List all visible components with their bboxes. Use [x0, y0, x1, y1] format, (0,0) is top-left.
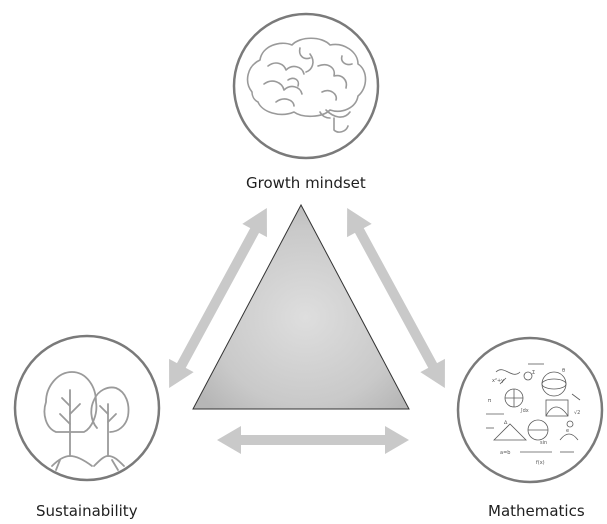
growth-mindset-label: Growth mindset	[246, 174, 366, 192]
sustainability-label: Sustainability	[36, 502, 138, 520]
mathematics-node: x²+y Σ ∫dx π θ a=b sin √2 f(x) ∆ e	[456, 336, 604, 484]
growth-mindset-node	[232, 12, 380, 160]
svg-text:∆: ∆	[503, 420, 508, 426]
svg-text:Σ: Σ	[532, 370, 535, 376]
svg-text:π: π	[488, 398, 491, 404]
svg-text:x²+y: x²+y	[492, 378, 504, 384]
svg-text:a=b: a=b	[500, 450, 510, 456]
svg-text:sin: sin	[540, 440, 547, 446]
mathematics-label: Mathematics	[488, 502, 585, 520]
math-formulas-icon	[486, 363, 581, 453]
svg-text:∫dx: ∫dx	[520, 408, 529, 414]
sustainability-node	[13, 334, 161, 482]
svg-text:f(x): f(x)	[536, 460, 545, 466]
arrow-growth-sustainability	[169, 208, 267, 388]
svg-text:√2: √2	[574, 410, 580, 416]
svg-text:θ: θ	[562, 368, 565, 374]
arrow-growth-mathematics	[347, 208, 445, 388]
brain-icon	[246, 37, 367, 133]
center-triangle	[192, 203, 410, 410]
trees-icon	[43, 371, 130, 471]
arrow-sustainability-mathematics	[217, 426, 409, 454]
svg-text:e: e	[566, 428, 569, 434]
